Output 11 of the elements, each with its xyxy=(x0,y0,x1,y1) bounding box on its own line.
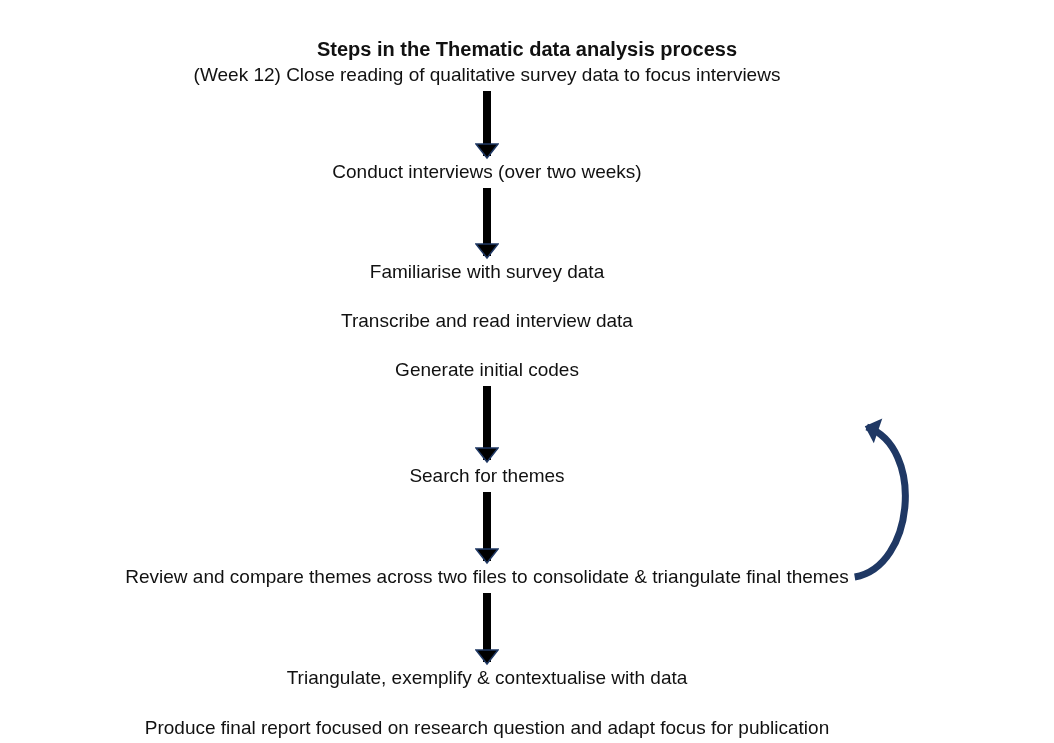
step-text: (Week 12) Close reading of qualitative survey data to focus interviews xyxy=(193,63,781,87)
step-text: Familiarise with survey data xyxy=(368,260,606,284)
step-text: Triangulate, exemplify & contextualise with data xyxy=(285,666,689,690)
step-text: Transcribe and read interview data xyxy=(341,309,633,333)
step-text: Conduct interviews (over two weeks) xyxy=(332,160,642,184)
diagram-title: Steps in the Thematic data analysis process xyxy=(315,38,739,61)
step-text: Review and compare themes across two files to consolidate & triangulate final themes xyxy=(125,565,849,589)
step-text: Generate initial codes xyxy=(394,358,580,382)
step-text: Search for themes xyxy=(409,464,565,488)
step-text: Produce final report focused on research question and adapt focus for publication xyxy=(144,716,830,740)
loop-back-arrow xyxy=(853,421,909,581)
